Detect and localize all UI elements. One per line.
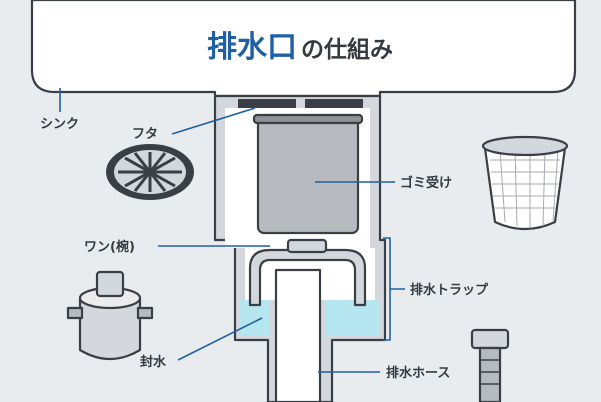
water-seal	[240, 300, 380, 335]
label-bowl: ワン(椀)	[84, 239, 135, 255]
label-drain-hose: 排水ホース	[386, 365, 450, 381]
label-lid: フタ	[132, 127, 158, 142]
label-water-seal: 封水	[140, 354, 167, 370]
garbage-basket	[256, 116, 360, 235]
drain-lid	[238, 99, 363, 108]
label-sink: シンク	[40, 117, 79, 132]
label-garbage-basket: ゴミ受け	[400, 175, 452, 191]
basket-icon	[481, 135, 569, 231]
hose-fitting-icon	[470, 328, 510, 402]
lid-icon	[106, 144, 194, 200]
standpipe	[274, 268, 322, 402]
page-title: 排水口の仕組み	[207, 30, 393, 65]
bowl-cup-icon	[66, 270, 154, 360]
drain-trap-bracket	[383, 237, 405, 341]
bowl-cap	[248, 248, 367, 307]
label-drain-trap: 排水トラップ	[410, 282, 489, 298]
